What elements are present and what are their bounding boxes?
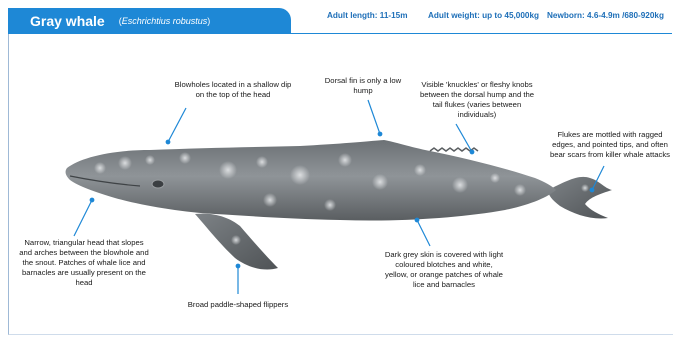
leader-knuckles-dot (470, 150, 474, 154)
leader-head-dot (90, 198, 94, 202)
leader-skin (417, 220, 430, 246)
tail-flukes (548, 177, 612, 219)
leader-flukes-dot (590, 188, 594, 192)
leader-dorsal-fin (368, 100, 380, 134)
label-flukes: Flukes are mottled with ragged edges, an… (546, 130, 674, 160)
eye (152, 180, 164, 188)
leader-skin-dot (415, 218, 419, 222)
leader-head (74, 200, 92, 236)
label-head: Narrow, triangular head that slopes and … (18, 238, 150, 288)
label-flippers: Broad paddle-shaped flippers (178, 300, 298, 310)
label-skin: Dark grey skin is covered with light col… (384, 250, 504, 290)
label-dorsal-fin: Dorsal fin is only a low hump (318, 76, 408, 96)
leader-blowholes (168, 108, 186, 142)
leader-dorsal-fin-dot (378, 132, 382, 136)
label-blowholes: Blowholes located in a shallow dip on th… (174, 80, 292, 100)
label-knuckles: Visible 'knuckles' or fleshy knobs betwe… (415, 80, 539, 120)
whale-body (66, 140, 556, 221)
leader-blowholes-dot (166, 140, 170, 144)
leader-flippers-dot (236, 264, 240, 268)
